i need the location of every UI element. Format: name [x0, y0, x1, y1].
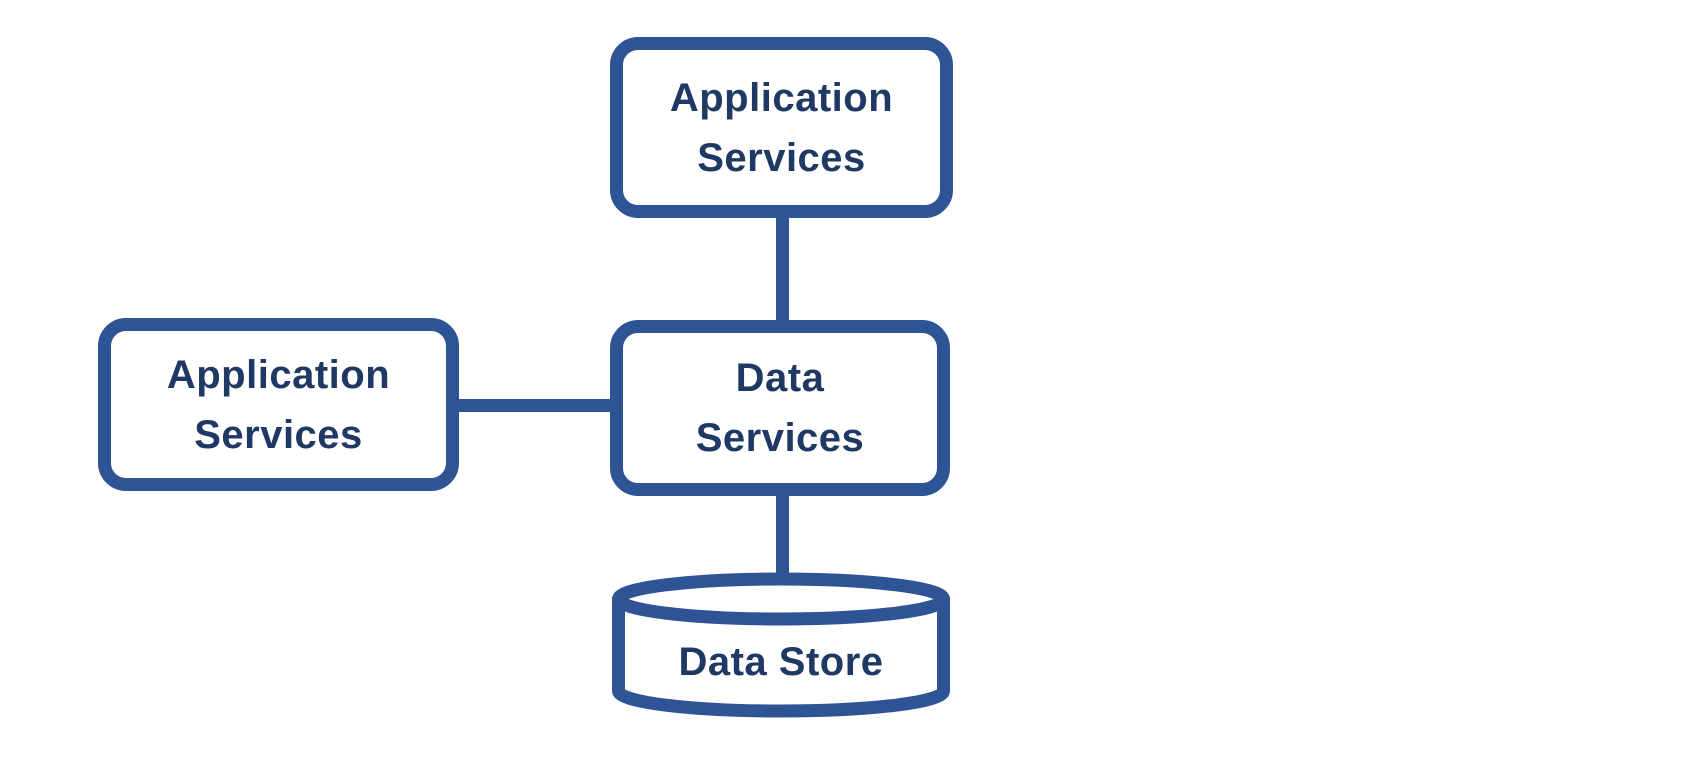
database-cylinder-icon — [612, 572, 950, 718]
node-label: Application Services — [167, 345, 390, 465]
node-label-line: Application — [166, 352, 391, 397]
node-label-line: Services — [695, 416, 865, 460]
node-application-services-left: Application Services — [98, 318, 459, 491]
node-label-line: Services — [194, 412, 363, 457]
connector-app-top-to-data-services — [776, 212, 789, 326]
node-label-line: Services — [697, 135, 866, 180]
node-data-services: Data Services — [610, 320, 950, 496]
node-label: Application Services — [670, 68, 893, 188]
node-label: Data Services — [696, 348, 865, 468]
node-label: Data Store — [678, 640, 884, 684]
node-label-line: Application — [669, 75, 894, 120]
connector-app-left-to-data-services — [452, 399, 616, 412]
connector-data-services-to-data-store — [776, 490, 789, 580]
node-label-line: Data — [735, 356, 825, 400]
node-application-services-top: Application Services — [610, 37, 953, 218]
node-data-store: Data Store — [612, 572, 950, 718]
